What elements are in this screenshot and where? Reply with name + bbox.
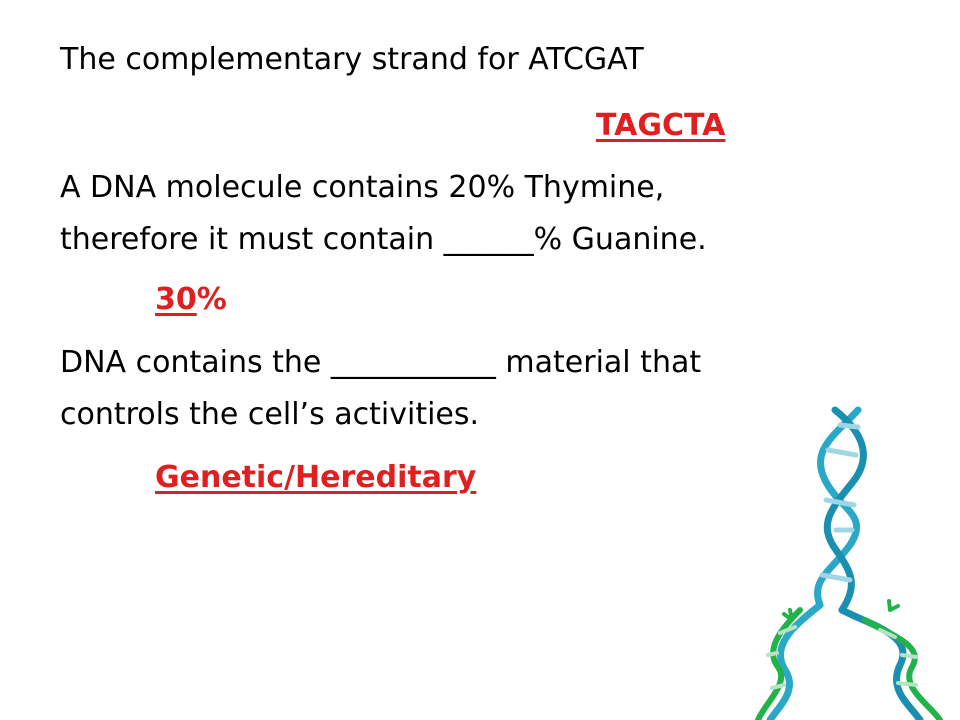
question-thymine-line1: A DNA molecule contains 20% Thymine, (60, 170, 665, 205)
question-complementary-strand: The complementary strand for ATCGAT (60, 42, 644, 77)
answer-guanine-percent: 30% (155, 280, 227, 320)
answer-guanine-percent-sign: % (196, 282, 227, 317)
answer-genetic-material: Genetic/Hereditary (155, 460, 477, 495)
answer-complementary-strand: TAGCTA (596, 108, 726, 143)
dna-double-helix-replication-icon (755, 406, 943, 720)
question-thymine-line2: therefore it must contain ______% Guanin… (60, 222, 707, 257)
question-material-line2: controls the cell’s activities. (60, 397, 480, 432)
answer-guanine-number: 30 (155, 282, 197, 317)
question-material-line1: DNA contains the ___________ material th… (60, 345, 702, 380)
